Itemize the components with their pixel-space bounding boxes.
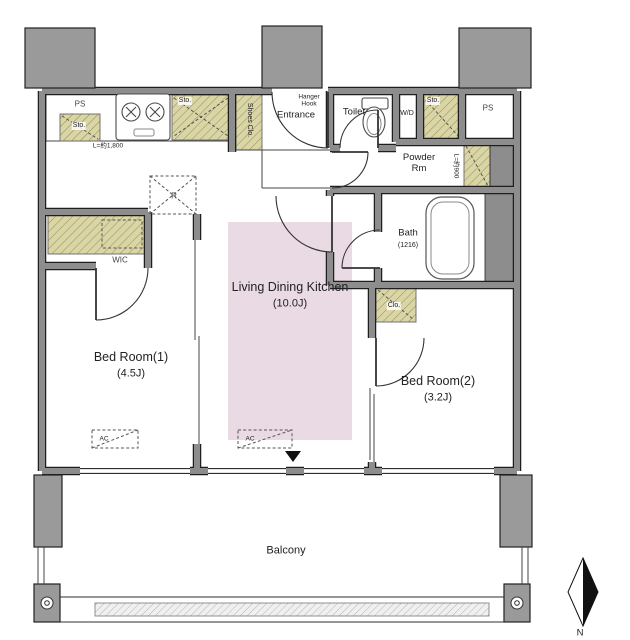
bathtub-icon <box>425 196 475 280</box>
stove-icon <box>115 93 171 141</box>
label-ps-right: PS <box>482 103 494 113</box>
label-ldk-size: (10.0J) <box>272 297 308 310</box>
label-balcony: Balcony <box>266 544 306 557</box>
label-powder-room: Powder Rm <box>402 152 436 174</box>
label-storage-right: Sto. <box>425 96 441 106</box>
label-bath-size: (1216) <box>397 241 419 249</box>
label-ac-2: AC <box>245 435 255 443</box>
label-entrance: Entrance <box>276 109 316 121</box>
door-arcs <box>95 91 425 387</box>
label-ac-1: AC <box>99 435 109 443</box>
label-ps-left: PS <box>74 99 86 109</box>
label-bed2-size: (3.2J) <box>423 391 453 404</box>
duct-wall-right-bath <box>484 189 518 286</box>
walls <box>37 86 522 476</box>
label-bed1: Bed Room(1) <box>93 349 169 364</box>
label-kitchen-length: L=約1,800 <box>92 142 124 150</box>
refrigerator-box <box>149 175 197 215</box>
structural-columns <box>24 25 533 623</box>
label-refrigerator: R <box>171 191 177 201</box>
label-shoes-closet: Shoes Clo. <box>246 102 254 138</box>
north-compass-icon <box>567 556 599 628</box>
label-storage-left: Sto. <box>71 121 87 131</box>
label-ldk: Living Dining Kitchen <box>231 279 349 294</box>
wic-shelf <box>47 213 147 255</box>
label-wic: WIC <box>112 255 128 265</box>
thin-lines <box>80 149 494 474</box>
label-bed1-size: (4.5J) <box>116 367 146 380</box>
label-storage-kitchen: Sto. <box>177 96 193 106</box>
drain-icon <box>40 596 524 610</box>
balcony-railing <box>37 547 529 623</box>
label-storage-width: L=約900 <box>452 153 460 179</box>
label-washer-dryer: W/D <box>400 109 414 117</box>
entry-marker-triangle <box>285 451 301 462</box>
label-toilet: Toilet <box>342 106 366 118</box>
label-closet: Clo. <box>386 301 402 311</box>
label-bath: Bath <box>398 227 418 239</box>
duct-wall-right-upper <box>489 143 518 191</box>
label-north: N <box>576 627 584 639</box>
ac-boxes <box>91 429 293 449</box>
label-hanger-hook: Hanger Hook <box>298 93 320 108</box>
toilet-icon <box>361 97 389 138</box>
label-bed2: Bed Room(2) <box>400 373 476 388</box>
